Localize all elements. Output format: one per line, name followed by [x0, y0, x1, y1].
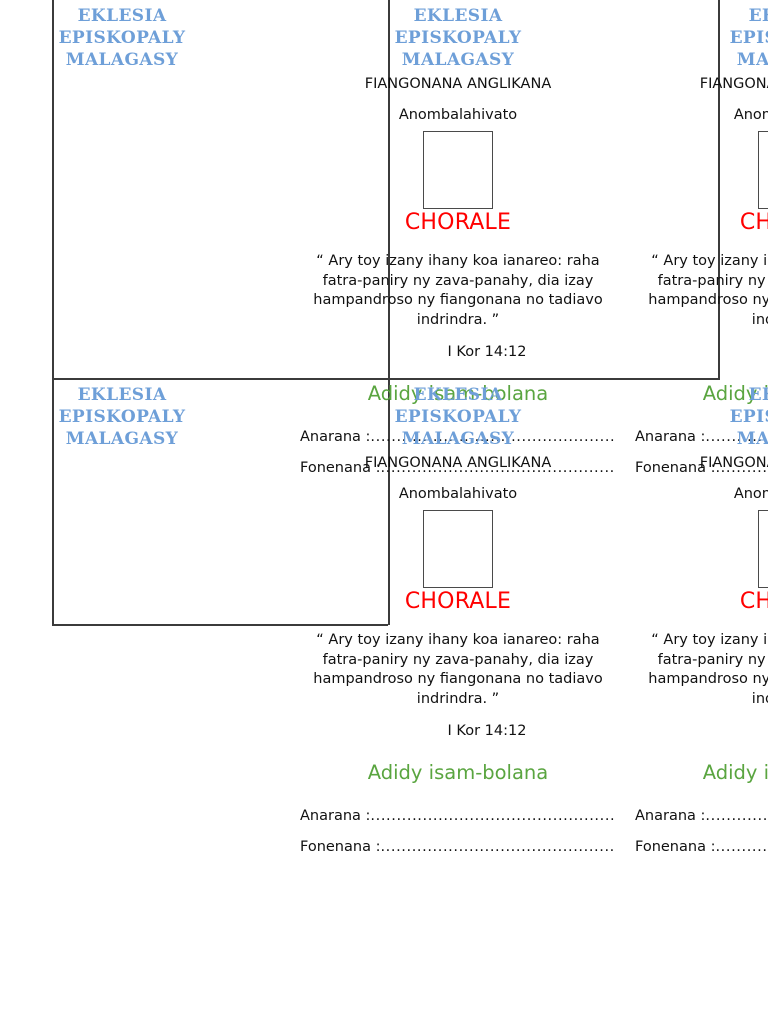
- section-title: Adidy isam-bolana: [702, 761, 768, 784]
- offering-card-4: EKLESIA EPISKOPALY MALAGASY: [0, 384, 287, 450]
- church-name-line-3: MALAGASY: [401, 50, 515, 70]
- field-dots-fonenana[interactable]: ........................................…: [715, 460, 768, 476]
- offering-card-2: EKLESIA EPISKOPALY MALAGASY FIANGONANA A…: [293, 5, 623, 490]
- field-label-fonenana: Fonenana :: [635, 839, 716, 855]
- church-name-line-1: EKLESIA: [77, 6, 167, 26]
- field-label-anarana: Anarana :: [300, 808, 371, 824]
- scripture-verse: “ Ary toy izany ihany koa ianareo: raha …: [313, 632, 603, 707]
- field-label-anarana: Anarana :: [300, 429, 371, 445]
- section-title: Adidy isam-bolana: [702, 382, 768, 405]
- field-dots-anarana[interactable]: ........................................…: [705, 429, 768, 445]
- denomination-label: FIANGONANA ANGLIKANA: [699, 455, 768, 471]
- logo-placeholder-box: [423, 131, 493, 209]
- church-name-line-1: EKLESIA: [413, 6, 503, 26]
- church-name-line-1: EKLESIA: [413, 385, 503, 405]
- field-label-anarana: Anarana :: [635, 429, 706, 445]
- church-name-line-3: MALAGASY: [736, 429, 768, 449]
- field-dots-fonenana[interactable]: ........................................…: [715, 839, 768, 855]
- frame-right-border: [718, 0, 720, 378]
- section-title: Adidy isam-bolana: [367, 761, 549, 784]
- field-label-fonenana: Fonenana :: [635, 460, 716, 476]
- scripture-reference: I Kor 14:12: [628, 722, 768, 741]
- offering-card-6: EKLESIA EPISKOPALY MALAGASY FIANGONANA A…: [628, 384, 768, 869]
- parish-label: Anombalahivato: [398, 107, 518, 123]
- choir-label: CHORALE: [404, 589, 512, 614]
- scripture-verse: “ Ary toy izany ihany koa ianareo: raha …: [313, 253, 603, 328]
- section-title: Adidy isam-bolana: [367, 382, 549, 405]
- field-row-anarana[interactable]: Anarana : ..............................…: [300, 807, 616, 826]
- frame-middle-divider: [388, 0, 390, 625]
- logo-placeholder-box: [758, 131, 768, 209]
- scripture-reference: I Kor 14:12: [447, 344, 527, 360]
- church-name-line-2: EPISKOPALY: [394, 28, 522, 48]
- field-label-fonenana: Fonenana :: [300, 839, 381, 855]
- scripture-reference: I Kor 14:12: [447, 723, 527, 739]
- parish-label: Anombalahivato: [733, 486, 768, 502]
- scripture-verse: “ Ary toy izany ihany koa ianareo: raha …: [648, 253, 768, 328]
- field-dots-anarana[interactable]: ........................................…: [370, 429, 616, 445]
- field-dots-fonenana[interactable]: ........................................…: [380, 460, 616, 476]
- field-row-anarana[interactable]: Anarana : ..............................…: [635, 428, 768, 447]
- scripture-reference: I Kor 14:12: [628, 343, 768, 362]
- field-row-anarana[interactable]: Anarana : ..............................…: [300, 428, 616, 447]
- field-row-fonenana[interactable]: Fonenana : .............................…: [635, 838, 768, 857]
- church-name-line-3: MALAGASY: [65, 429, 179, 449]
- field-row-fonenana[interactable]: Fonenana : .............................…: [300, 459, 616, 478]
- field-row-anarana[interactable]: Anarana : ..............................…: [635, 807, 768, 826]
- field-dots-anarana[interactable]: ........................................…: [370, 808, 616, 824]
- church-name-line-1: EKLESIA: [77, 385, 167, 405]
- logo-placeholder-box: [423, 510, 493, 588]
- church-name-line-3: MALAGASY: [65, 50, 179, 70]
- frame-bottom-border: [52, 624, 388, 626]
- offering-card-5: EKLESIA EPISKOPALY MALAGASY FIANGONANA A…: [293, 384, 623, 869]
- field-dots-fonenana[interactable]: ........................................…: [380, 839, 616, 855]
- choir-label: CHORALE: [739, 210, 768, 235]
- choir-label: CHORALE: [404, 210, 512, 235]
- church-name-line-2: EPISKOPALY: [58, 28, 186, 48]
- church-name-line-3: MALAGASY: [401, 429, 515, 449]
- form-fields: Anarana : ..............................…: [628, 428, 768, 478]
- church-name-line-2: EPISKOPALY: [729, 407, 768, 427]
- denomination-label: FIANGONANA ANGLIKANA: [699, 76, 768, 92]
- parish-label: Anombalahivato: [733, 107, 768, 123]
- denomination-label: FIANGONANA ANGLIKANA: [364, 455, 552, 471]
- field-row-fonenana[interactable]: Fonenana : .............................…: [635, 459, 768, 478]
- church-name-line-2: EPISKOPALY: [58, 407, 186, 427]
- field-label-anarana: Anarana :: [635, 808, 706, 824]
- frame-row-divider: [52, 378, 720, 380]
- logo-placeholder-box: [758, 510, 768, 588]
- church-name-line-2: EPISKOPALY: [729, 28, 768, 48]
- church-name-line-2: EPISKOPALY: [394, 407, 522, 427]
- frame-left-border: [52, 0, 54, 625]
- parish-label: Anombalahivato: [398, 486, 518, 502]
- choir-label: CHORALE: [739, 589, 768, 614]
- scripture-verse: “ Ary toy izany ihany koa ianareo: raha …: [648, 632, 768, 707]
- church-name-line-3: MALAGASY: [736, 50, 768, 70]
- form-fields: Anarana : ..............................…: [628, 807, 768, 857]
- field-dots-anarana[interactable]: ........................................…: [705, 808, 768, 824]
- field-label-fonenana: Fonenana :: [300, 460, 381, 476]
- form-fields: Anarana : ..............................…: [293, 807, 623, 857]
- field-row-fonenana[interactable]: Fonenana : .............................…: [300, 838, 616, 857]
- denomination-label: FIANGONANA ANGLIKANA: [364, 76, 552, 92]
- church-name-line-1: EKLESIA: [748, 385, 768, 405]
- form-fields: Anarana : ..............................…: [293, 428, 623, 478]
- church-name-line-1: EKLESIA: [748, 6, 768, 26]
- offering-card-3: EKLESIA EPISKOPALY MALAGASY FIANGONANA A…: [628, 5, 768, 490]
- offering-card-1: EKLESIA EPISKOPALY MALAGASY: [0, 5, 287, 71]
